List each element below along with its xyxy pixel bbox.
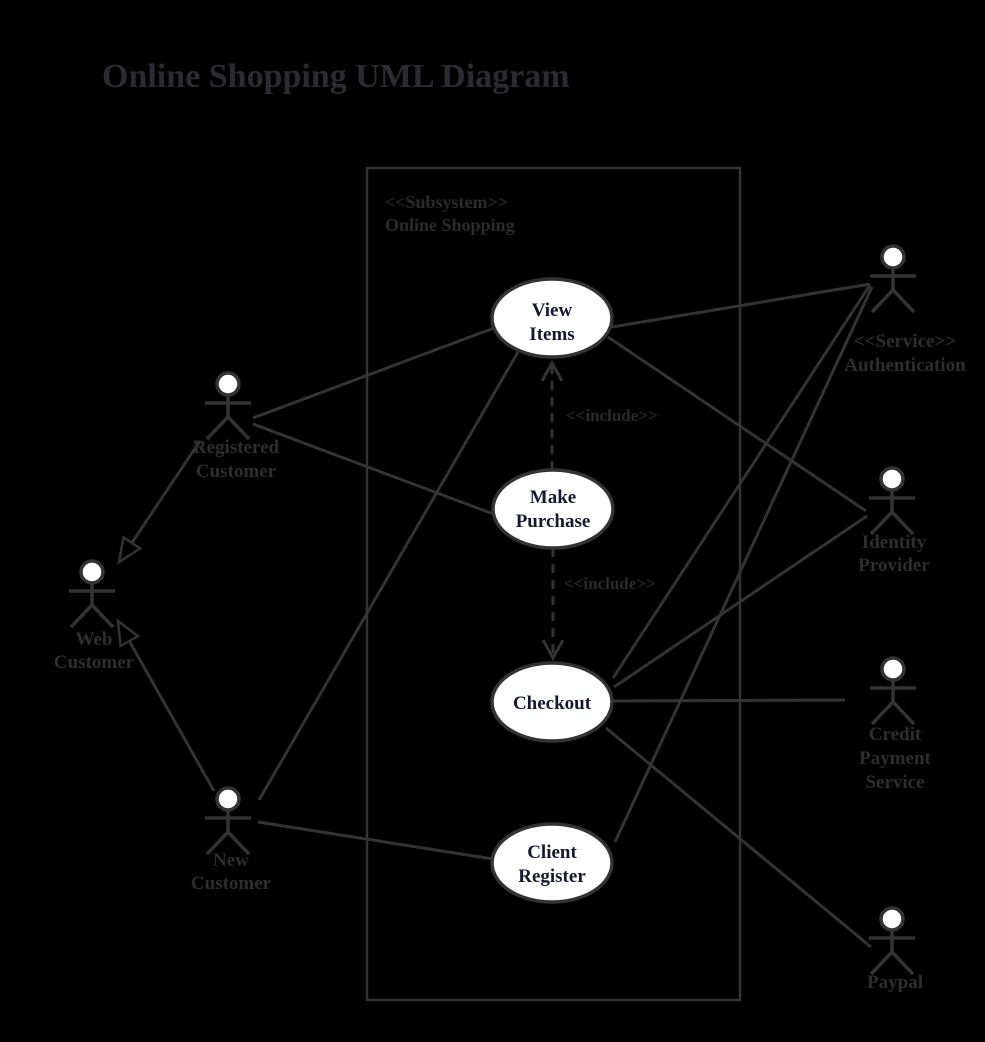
actor-right-leg-paypal [890,950,915,976]
use-case-ellipse-view-items [490,277,614,359]
actor-head-authentication [880,244,906,270]
actor-label-registered-customer: Registered [193,437,280,458]
actor-label-identity-provider: Provider [858,555,930,576]
actor-head-credit-payment-service [880,656,906,682]
actor-right-leg-authentication [891,288,916,314]
association-registered-customer-make-purchase [252,422,497,517]
actor-label-new-customer: Customer [191,873,272,894]
association-new-customer-view-items [257,351,520,801]
actor-label-identity-provider: Identity [862,532,927,553]
association-view-items-identity-provider [607,335,867,513]
actor-right-leg-registered-customer [226,415,251,441]
association-checkout-identity-provider [613,514,868,689]
actor-left-leg-web-customer [69,603,94,629]
actor-label-authentication: <<Service>> [854,331,956,352]
actor-right-leg-identity-provider [890,510,915,536]
actor-label-web-customer: Web [76,629,113,650]
generalization-new-customer-web-customer [116,618,216,792]
use-case-label-make-purchase: Make [530,487,576,508]
use-case-ellipse-make-purchase [491,468,615,550]
actor-left-leg-identity-provider [869,510,894,536]
actor-label-paypal: Paypal [867,972,923,993]
use-case-label-client-register: Client [527,842,577,863]
actor-left-leg-registered-customer [205,415,230,441]
actor-left-leg-new-customer [205,830,230,856]
use-case-label-client-register: Register [518,866,586,887]
actor-left-leg-paypal [869,950,894,976]
association-checkout-paypal [605,726,872,949]
actor-label-new-customer: New [213,850,249,871]
actor-head-paypal [879,906,905,932]
diagram-title: Online Shopping UML Diagram [102,58,570,95]
actor-label-authentication: Authentication [844,355,966,376]
actor-label-web-customer: Customer [54,652,135,673]
generalization-registered-customer-web-customer [117,440,202,565]
actor-label-credit-payment-service: Service [865,772,924,793]
actor-label-credit-payment-service: Payment [859,748,931,769]
use-case-label-view-items: View [532,300,573,321]
include-label-make-purchase-checkout: <<include>> [564,574,656,593]
actor-head-identity-provider [879,466,905,492]
association-client-register-authentication [613,286,874,843]
actor-head-new-customer [215,786,241,812]
actor-head-registered-customer [215,371,241,397]
actor-left-leg-credit-payment-service [870,700,895,726]
use-case-ellipse-client-register [490,822,614,904]
association-registered-customer-view-items [252,326,495,420]
association-new-customer-client-register [257,820,494,861]
association-view-items-authentication [611,282,871,329]
association-checkout-credit-payment-service [611,698,846,703]
include-label-make-purchase-view-items: <<include>> [566,406,658,425]
subsystem-stereotype-label: <<Subsystem>> [385,192,508,212]
use-case-label-checkout: Checkout [513,693,592,714]
actor-authentication: <<Service>> Authentication [844,244,966,376]
subsystem-boundary-box [365,166,742,1002]
actor-label-credit-payment-service: Credit [869,724,922,745]
actor-right-leg-credit-payment-service [891,700,916,726]
actor-right-leg-new-customer [226,830,251,856]
use-case-label-make-purchase: Purchase [516,511,591,532]
actor-right-leg-web-customer [90,603,115,629]
use-case-label-view-items: Items [529,324,574,345]
actor-paypal: Paypal [867,906,923,993]
actor-left-leg-authentication [870,288,895,314]
association-checkout-authentication [611,284,872,679]
subsystem-name-label: Online Shopping [385,215,515,235]
actor-head-web-customer [79,559,105,585]
actor-label-registered-customer: Customer [196,461,277,482]
use-case-checkout: Checkout [490,661,614,743]
use-case-ellipse-checkout [490,661,614,743]
